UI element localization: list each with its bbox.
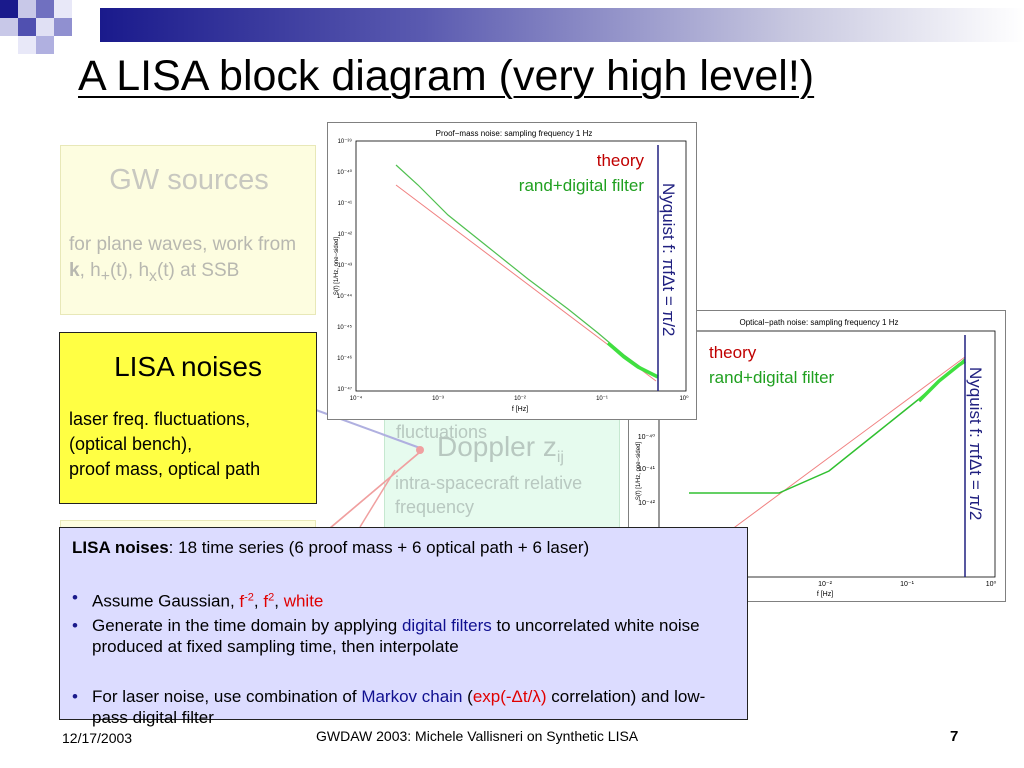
- gw-sources-text: for plane waves, work from k, h+(t), hx(…: [69, 234, 297, 285]
- plot2-xtick: 10⁻¹: [900, 581, 914, 588]
- plot1-xlabel: f [Hz]: [512, 406, 528, 413]
- plot1-nyquist-label: Nyquist f: πfΔt = π/2: [659, 183, 678, 336]
- lisa-noises-callout: LISA noises: 18 time series (6 proof mas…: [59, 527, 748, 727]
- doppler-fragment: fluctuations: [396, 422, 488, 442]
- plot1-ytick: 10⁻⁴⁴: [337, 293, 352, 300]
- proof-mass-plot-svg: Proof−mass noise: sampling frequency 1 H…: [328, 123, 696, 419]
- doppler-title: Doppler zij: [437, 431, 564, 466]
- bullet-dot-icon: •: [72, 687, 78, 706]
- plot1-ytick: 10⁻⁴³: [338, 262, 352, 269]
- page-number: 7: [950, 728, 959, 745]
- callout-lead: LISA noises: 18 time series (6 proof mas…: [72, 538, 590, 557]
- plot1-ytick: 10⁻⁴¹: [338, 200, 352, 207]
- proof-mass-plot: Proof−mass noise: sampling frequency 1 H…: [327, 122, 697, 420]
- plot1-ytick: 10⁻⁴⁷: [337, 386, 352, 393]
- plot2-legend-filter: rand+digital filter: [709, 368, 835, 387]
- bullet-dot-icon: •: [72, 616, 78, 635]
- bullet-dot-icon: •: [72, 588, 78, 607]
- plot2-xtick: 10⁻²: [818, 581, 832, 588]
- plot1-ytick: 10⁻⁴⁰: [337, 169, 352, 176]
- plot1-legend-theory: theory: [597, 151, 645, 170]
- plot2-xtick: 10⁰: [986, 580, 997, 588]
- plot1-ylabel: S(f) [1/Hz, one−sided]: [334, 237, 340, 296]
- slide-title: A LISA block diagram (very high level!): [78, 52, 815, 100]
- plot1-xtick: 10⁻¹: [596, 396, 608, 402]
- footer-center-text: GWDAW 2003: Michele Vallisneri on Synthe…: [316, 728, 639, 744]
- lisa-noises-list: laser freq. fluctuations, (optical bench…: [69, 407, 315, 482]
- plot2-nyquist-label: Nyquist f: πfΔt = π/2: [966, 367, 985, 520]
- plot1-legend-filter: rand+digital filter: [519, 176, 645, 195]
- title-band: [100, 8, 1024, 42]
- noise-item: (optical bench),: [69, 434, 193, 454]
- footer-date: 12/17/2003: [62, 730, 133, 746]
- plot2-ytick: 10⁻⁴²: [638, 500, 655, 507]
- lisa-noises-box: LISA noises laser freq. fluctuations, (o…: [59, 332, 317, 504]
- gw-sources-title: GW sources: [109, 164, 269, 196]
- doppler-text: intra-spacecraft relative frequency: [395, 473, 583, 517]
- plot1-ytick: 10⁻⁴²: [338, 231, 352, 238]
- plot2-legend-theory: theory: [709, 343, 757, 362]
- plot1-title: Proof−mass noise: sampling frequency 1 H…: [436, 129, 593, 138]
- plot1-xtick: 10⁻⁴: [350, 395, 363, 402]
- lisa-noises-title: LISA noises: [114, 351, 262, 382]
- plot2-xlabel: f [Hz]: [817, 591, 833, 598]
- noise-item: laser freq. fluctuations,: [69, 409, 251, 429]
- plot2-ylabel: S(f) [1/Hz, one−sided]: [636, 442, 642, 501]
- plot1-ytick: 10⁻³⁹: [338, 138, 353, 145]
- plot1-xtick: 10⁻²: [514, 396, 526, 402]
- gw-sources-box: GW sources for plane waves, work from k,…: [60, 145, 316, 315]
- plot1-xtick: 10⁰: [679, 395, 689, 402]
- noise-item: proof mass, optical path: [69, 459, 261, 479]
- plot1-ytick: 10⁻⁴⁵: [337, 324, 352, 331]
- plot1-xtick: 10⁻³: [432, 396, 444, 402]
- plot2-ytick: 10⁻⁴⁰: [638, 433, 655, 441]
- plot2-ytick: 10⁻⁴¹: [638, 466, 655, 473]
- plot1-ytick: 10⁻⁴⁶: [337, 355, 352, 362]
- corner-decoration: [0, 0, 110, 70]
- plot2-title: Optical−path noise: sampling frequency 1…: [740, 318, 899, 327]
